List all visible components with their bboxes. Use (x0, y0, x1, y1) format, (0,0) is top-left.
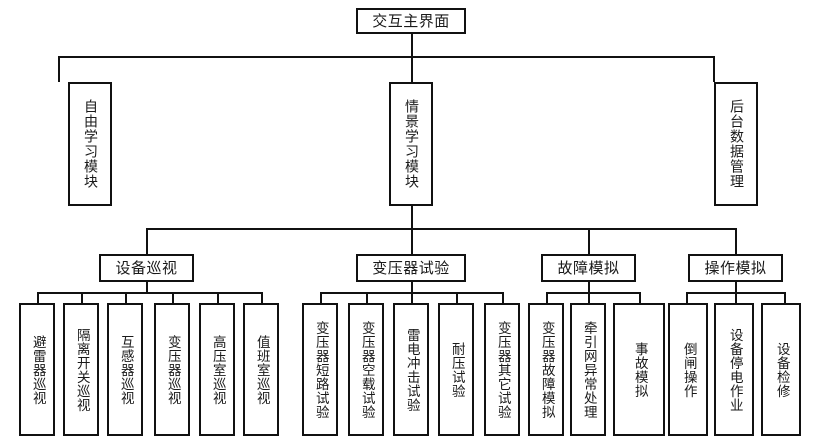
connector-level2-drop-3 (713, 56, 715, 82)
node-free-study[interactable]: 自由学习模块 (68, 82, 112, 206)
node-hv-room-inspection-label: 高压室巡视 (209, 334, 226, 405)
node-transformer-test[interactable]: 变压器试验 (356, 254, 466, 282)
connector-groupD-drop-1 (686, 292, 688, 303)
node-short-circuit-test[interactable]: 变压器短路试验 (302, 303, 338, 436)
node-arrester-inspection-label: 避雷器巡视 (29, 334, 46, 405)
node-switching-operation[interactable]: 倒闸操作 (668, 303, 708, 436)
node-duty-room-inspection-label: 值班室巡视 (253, 334, 270, 405)
node-lightning-impulse-test-label: 雷电冲击试验 (403, 327, 420, 412)
connector-groupB-drop-1 (320, 292, 322, 303)
node-duty-room-inspection[interactable]: 值班室巡视 (243, 303, 279, 436)
connector-level3-drop-3 (588, 228, 590, 254)
node-free-study-label: 自由学习模块 (82, 99, 98, 189)
connector-groupB-drop-4 (456, 292, 458, 303)
node-transformer-inspection-label: 变压器巡视 (164, 334, 181, 405)
connector-groupA-drop-1 (37, 292, 39, 303)
node-fault-simulation-label: 故障模拟 (557, 258, 620, 277)
node-isolator-inspection[interactable]: 隔离开关巡视 (63, 303, 99, 436)
node-accident-simulation[interactable]: 事故模拟 (613, 303, 665, 436)
connector-level3-bus (146, 228, 735, 230)
node-switching-operation-label: 倒闸操作 (680, 341, 697, 398)
node-equipment-maintenance-label: 设备检修 (773, 341, 790, 398)
node-equipment-maintenance[interactable]: 设备检修 (761, 303, 801, 436)
connector-groupD-down (735, 282, 737, 293)
connector-groupB-drop-5 (502, 292, 504, 303)
node-transformer-fault-sim[interactable]: 变压器故障模拟 (528, 303, 564, 436)
node-transducer-inspection[interactable]: 互感器巡视 (107, 303, 143, 436)
node-arrester-inspection[interactable]: 避雷器巡视 (19, 303, 55, 436)
connector-level2-bus (58, 56, 714, 58)
node-equipment-inspection-label: 设备巡视 (115, 258, 178, 277)
connector-groupA-drop-3 (125, 292, 127, 303)
connector-level3-drop-4 (735, 228, 737, 254)
connector-scene-down (411, 206, 413, 228)
node-no-load-test[interactable]: 变压器空载试验 (348, 303, 384, 436)
node-other-transformer-test[interactable]: 变压器其它试验 (484, 303, 520, 436)
node-other-transformer-test-label: 变压器其它试验 (494, 320, 511, 419)
connector-groupB-down (411, 282, 413, 293)
connector-groupA-drop-2 (81, 292, 83, 303)
node-short-circuit-test-label: 变压器短路试验 (312, 320, 329, 419)
connector-groupD-drop-2 (735, 292, 737, 303)
node-transformer-test-label: 变压器试验 (372, 258, 450, 277)
node-lightning-impulse-test[interactable]: 雷电冲击试验 (393, 303, 429, 436)
connector-groupB-drop-3 (411, 292, 413, 303)
node-withstand-voltage-test[interactable]: 耐压试验 (438, 303, 474, 436)
node-accident-simulation-label: 事故模拟 (631, 341, 648, 398)
connector-groupC-drop-3 (639, 292, 641, 303)
node-power-off-operation[interactable]: 设备停电作业 (714, 303, 754, 436)
connector-groupA-drop-5 (217, 292, 219, 303)
node-scene-study[interactable]: 情景学习模块 (389, 82, 433, 206)
connector-level3-drop-2 (411, 228, 413, 254)
connector-groupC-bus (546, 292, 639, 294)
node-equipment-inspection[interactable]: 设备巡视 (99, 254, 194, 282)
node-backend-data-label: 后台数据管理 (728, 99, 744, 189)
node-transformer-inspection[interactable]: 变压器巡视 (154, 303, 190, 436)
connector-groupA-drop-6 (261, 292, 263, 303)
connector-level3-drop-1 (146, 228, 148, 254)
node-operation-simulation[interactable]: 操作模拟 (688, 254, 783, 282)
node-traction-net-abnormal[interactable]: 牵引网异常处理 (570, 303, 606, 436)
connector-groupC-drop-2 (588, 292, 590, 303)
connector-groupC-drop-1 (546, 292, 548, 303)
node-root[interactable]: 交互主界面 (356, 8, 466, 34)
node-operation-simulation-label: 操作模拟 (704, 258, 767, 277)
node-no-load-test-label: 变压器空载试验 (358, 320, 375, 419)
connector-groupA-drop-4 (172, 292, 174, 303)
node-power-off-operation-label: 设备停电作业 (726, 327, 743, 412)
connector-groupB-drop-2 (366, 292, 368, 303)
node-traction-net-abnormal-label: 牵引网异常处理 (580, 320, 597, 419)
connector-groupD-drop-3 (784, 292, 786, 303)
connector-groupC-down (588, 282, 590, 293)
connector-level2-drop-1 (58, 56, 60, 82)
node-hv-room-inspection[interactable]: 高压室巡视 (199, 303, 235, 436)
node-backend-data[interactable]: 后台数据管理 (714, 82, 758, 206)
node-isolator-inspection-label: 隔离开关巡视 (73, 327, 90, 412)
node-fault-simulation[interactable]: 故障模拟 (541, 254, 636, 282)
node-transducer-inspection-label: 互感器巡视 (117, 334, 134, 405)
node-transformer-fault-sim-label: 变压器故障模拟 (538, 320, 555, 419)
connector-groupA-down (146, 282, 148, 293)
node-withstand-voltage-test-label: 耐压试验 (448, 341, 465, 398)
connector-groupA-bus (37, 292, 261, 294)
node-scene-study-label: 情景学习模块 (403, 99, 419, 189)
node-root-label: 交互主界面 (372, 11, 450, 30)
connector-root-down (411, 34, 413, 56)
connector-level2-drop-2 (411, 56, 413, 82)
